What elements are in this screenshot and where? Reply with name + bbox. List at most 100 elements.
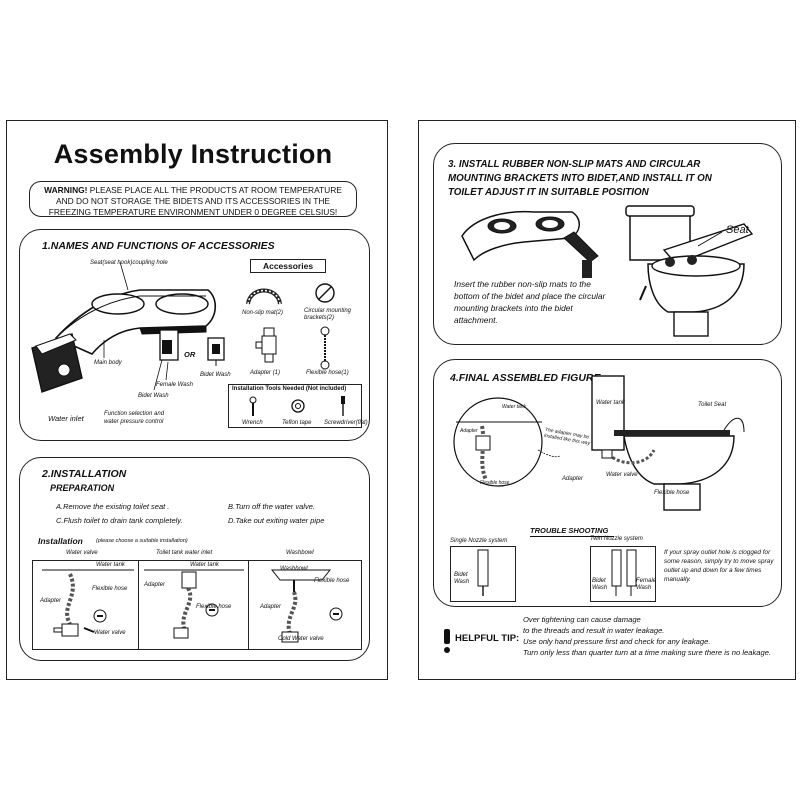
teflon-tape-icon [291,399,305,413]
circular-bracket-label: Circular mounting brackets(2) [304,308,352,321]
twin-nozzle-illustration [611,549,637,596]
fig1-water-valve: Water valve [94,630,126,636]
step-a: A.Remove the existing toilet seat . [56,502,170,511]
water-valve-label: Water valve [606,472,638,478]
installation-panel: 2.INSTALLATION PREPARATION A.Remove the … [19,457,370,661]
section2-heading: 2.INSTALLATION [42,468,127,480]
adapter-detail-circle [453,397,561,487]
circular-bracket-icon [315,283,335,303]
step-c: C.Flush toilet to drain tank completely. [56,516,183,525]
page-title: Assembly Instruction [53,139,333,169]
right-instruction-page: 3. INSTALL RUBBER NON-SLIP MATS AND CIRC… [418,120,796,680]
toilet-with-seat-illustration [625,205,754,337]
tip-line-4: Turn only less than quarter turn at a ti… [523,648,772,657]
single-nozzle-box [450,546,516,602]
seat-pointer-line [697,231,723,247]
water-tank-small-label: Water tank [502,404,527,410]
fig1-water-valve-top: Water valve [66,550,98,556]
warning-text: PLEASE PLACE ALL THE PRODUCTS AT ROOM TE… [48,185,342,217]
step-b: B.Turn off the water valve. [228,502,315,511]
trouble-shooting-text: If your spray outlet hole is clogged for… [664,549,774,583]
figure-divider-2 [248,560,249,650]
mounting-panel: 3. INSTALL RUBBER NON-SLIP MATS AND CIRC… [433,143,782,345]
installation-figures-box [32,560,362,650]
trouble-shooting-title: TROUBLE SHOOTING [530,526,609,535]
fig2-flexible-hose: Flexible hose [196,604,232,610]
flexible-hose-label: Flexible hose(1) [306,370,349,376]
assembled-toilet-illustration [591,375,745,511]
adapter-label: Adapter [562,476,584,482]
installation-note: (please choose a suitable installation) [96,538,188,544]
fig3-washbowl: Washbowl [280,566,308,572]
wrench-label: Wrench [242,420,263,426]
fig1-water-tank: Water tank [96,562,125,568]
tools-box [228,384,362,428]
accessories-title-box [250,259,326,273]
seat-coupling-label: Seat(seat hook)coupling hole [90,260,168,266]
section1-heading: 1.NAMES AND FUNCTIONS OF ACCESSORIES [42,240,275,252]
helpful-tip-label: HELPFUL TIP: [455,633,520,644]
mounting-description: Insert the rubber non-slip mats to the b… [454,279,606,325]
function-selection-label: Function selection and water pressure co… [104,411,165,425]
twin-nozzle-label: Twin Nozzle system [590,536,643,542]
non-slip-mat-icon [246,288,282,305]
fig2-water-tank: Water tank [190,562,219,568]
fig2-tank-inlet-illustration [144,569,244,639]
fig3-flexible-hose: Flexible hose [314,578,350,584]
tools-title: Installation Tools Needed (Not included) [232,386,347,392]
trouble-title-underline [530,536,614,537]
main-body-label: Main body [94,360,122,366]
twin-nozzle-box [590,546,656,602]
warning-label: WARNING! [44,185,88,195]
accessories-title: Accessories [262,261,314,271]
left-instruction-page: Assembly Instruction WARNING! PLEASE PLA… [6,120,388,680]
non-slip-mat-label: Non-slip mat(2) [242,310,284,316]
preparation-heading: PREPARATION [50,483,115,493]
female-wash-label: Female Wash [156,382,193,388]
single-nozzle-illustration [477,549,489,596]
twin-female-wash-label: Female Wash [636,578,657,591]
adapter-icon [255,327,277,363]
or-label: OR [184,350,196,359]
flexible-hose-icon [320,326,330,370]
warning-box: WARNING! PLEASE PLACE ALL THE PRODUCTS A… [29,181,357,217]
fig1-valve-illustration [42,569,134,637]
bidet-body-illustration [31,261,217,393]
fig1-flexible-hose: Flexible hose [92,586,128,592]
bidet-wash-label: Bidet Wash [138,393,169,399]
section4-heading: 4.FINAL ASSEMBLED FIGURE [450,372,601,384]
seat-label: Seat [726,224,749,236]
single-nozzle-label: Single Nozzle system [450,538,508,544]
adapter-label: Adapter (1) [250,370,281,376]
twin-bidet-wash-label: Bidet Wash [592,578,608,591]
bidet-with-mats-illustration [461,210,599,278]
bidet-wash-right-label: Bidet Wash [200,372,231,378]
installation-heading: Installation [38,536,83,546]
water-inlet-label: Water inlet [48,414,84,423]
fig3-cold-valve: Cold Water valve [278,636,324,642]
screwdriver-label: Screwdriver(flat) [324,420,368,426]
fig3-washbowl-top: Washbowl [286,550,314,556]
fig3-adapter: Adapter [260,604,282,610]
female-wash-nozzle-icon [207,337,225,366]
fig2-inlet: Toilet tank water inlet [156,550,213,556]
toilet-seat-label: Toilet Seat [698,402,727,408]
accessories-panel: 1.NAMES AND FUNCTIONS OF ACCESSORIES Sea… [19,229,370,441]
tip-line-3: Use only hand pressure first and check f… [523,637,711,646]
flexible-hose-small-label: Flexible hose [480,480,510,486]
final-assembly-panel: 4.FINAL ASSEMBLED FIGURE Water tank Toil… [433,359,782,607]
water-tank-big-label: Water tank [596,400,625,406]
fig3-washbowl-illustration [270,569,343,643]
adapter-small-label: Adapter [460,428,478,434]
step-d: D.Take out exiting water pipe [228,516,325,525]
fig2-adapter: Adapter [144,582,166,588]
wrench-icon [249,396,257,416]
section3-heading: 3. INSTALL RUBBER NON-SLIP MATS AND CIRC… [448,159,712,198]
flexible-hose-label: Flexible hose [654,490,690,496]
fig1-adapter: Adapter [40,598,62,604]
tip-line-2: to the threads and result in water leaka… [523,626,665,635]
exclamation-icon [441,629,453,653]
screwdriver-icon [341,396,345,416]
tip-line-1: Over tightening can cause damage [523,615,641,624]
teflon-label: Teflon tape [282,420,312,426]
